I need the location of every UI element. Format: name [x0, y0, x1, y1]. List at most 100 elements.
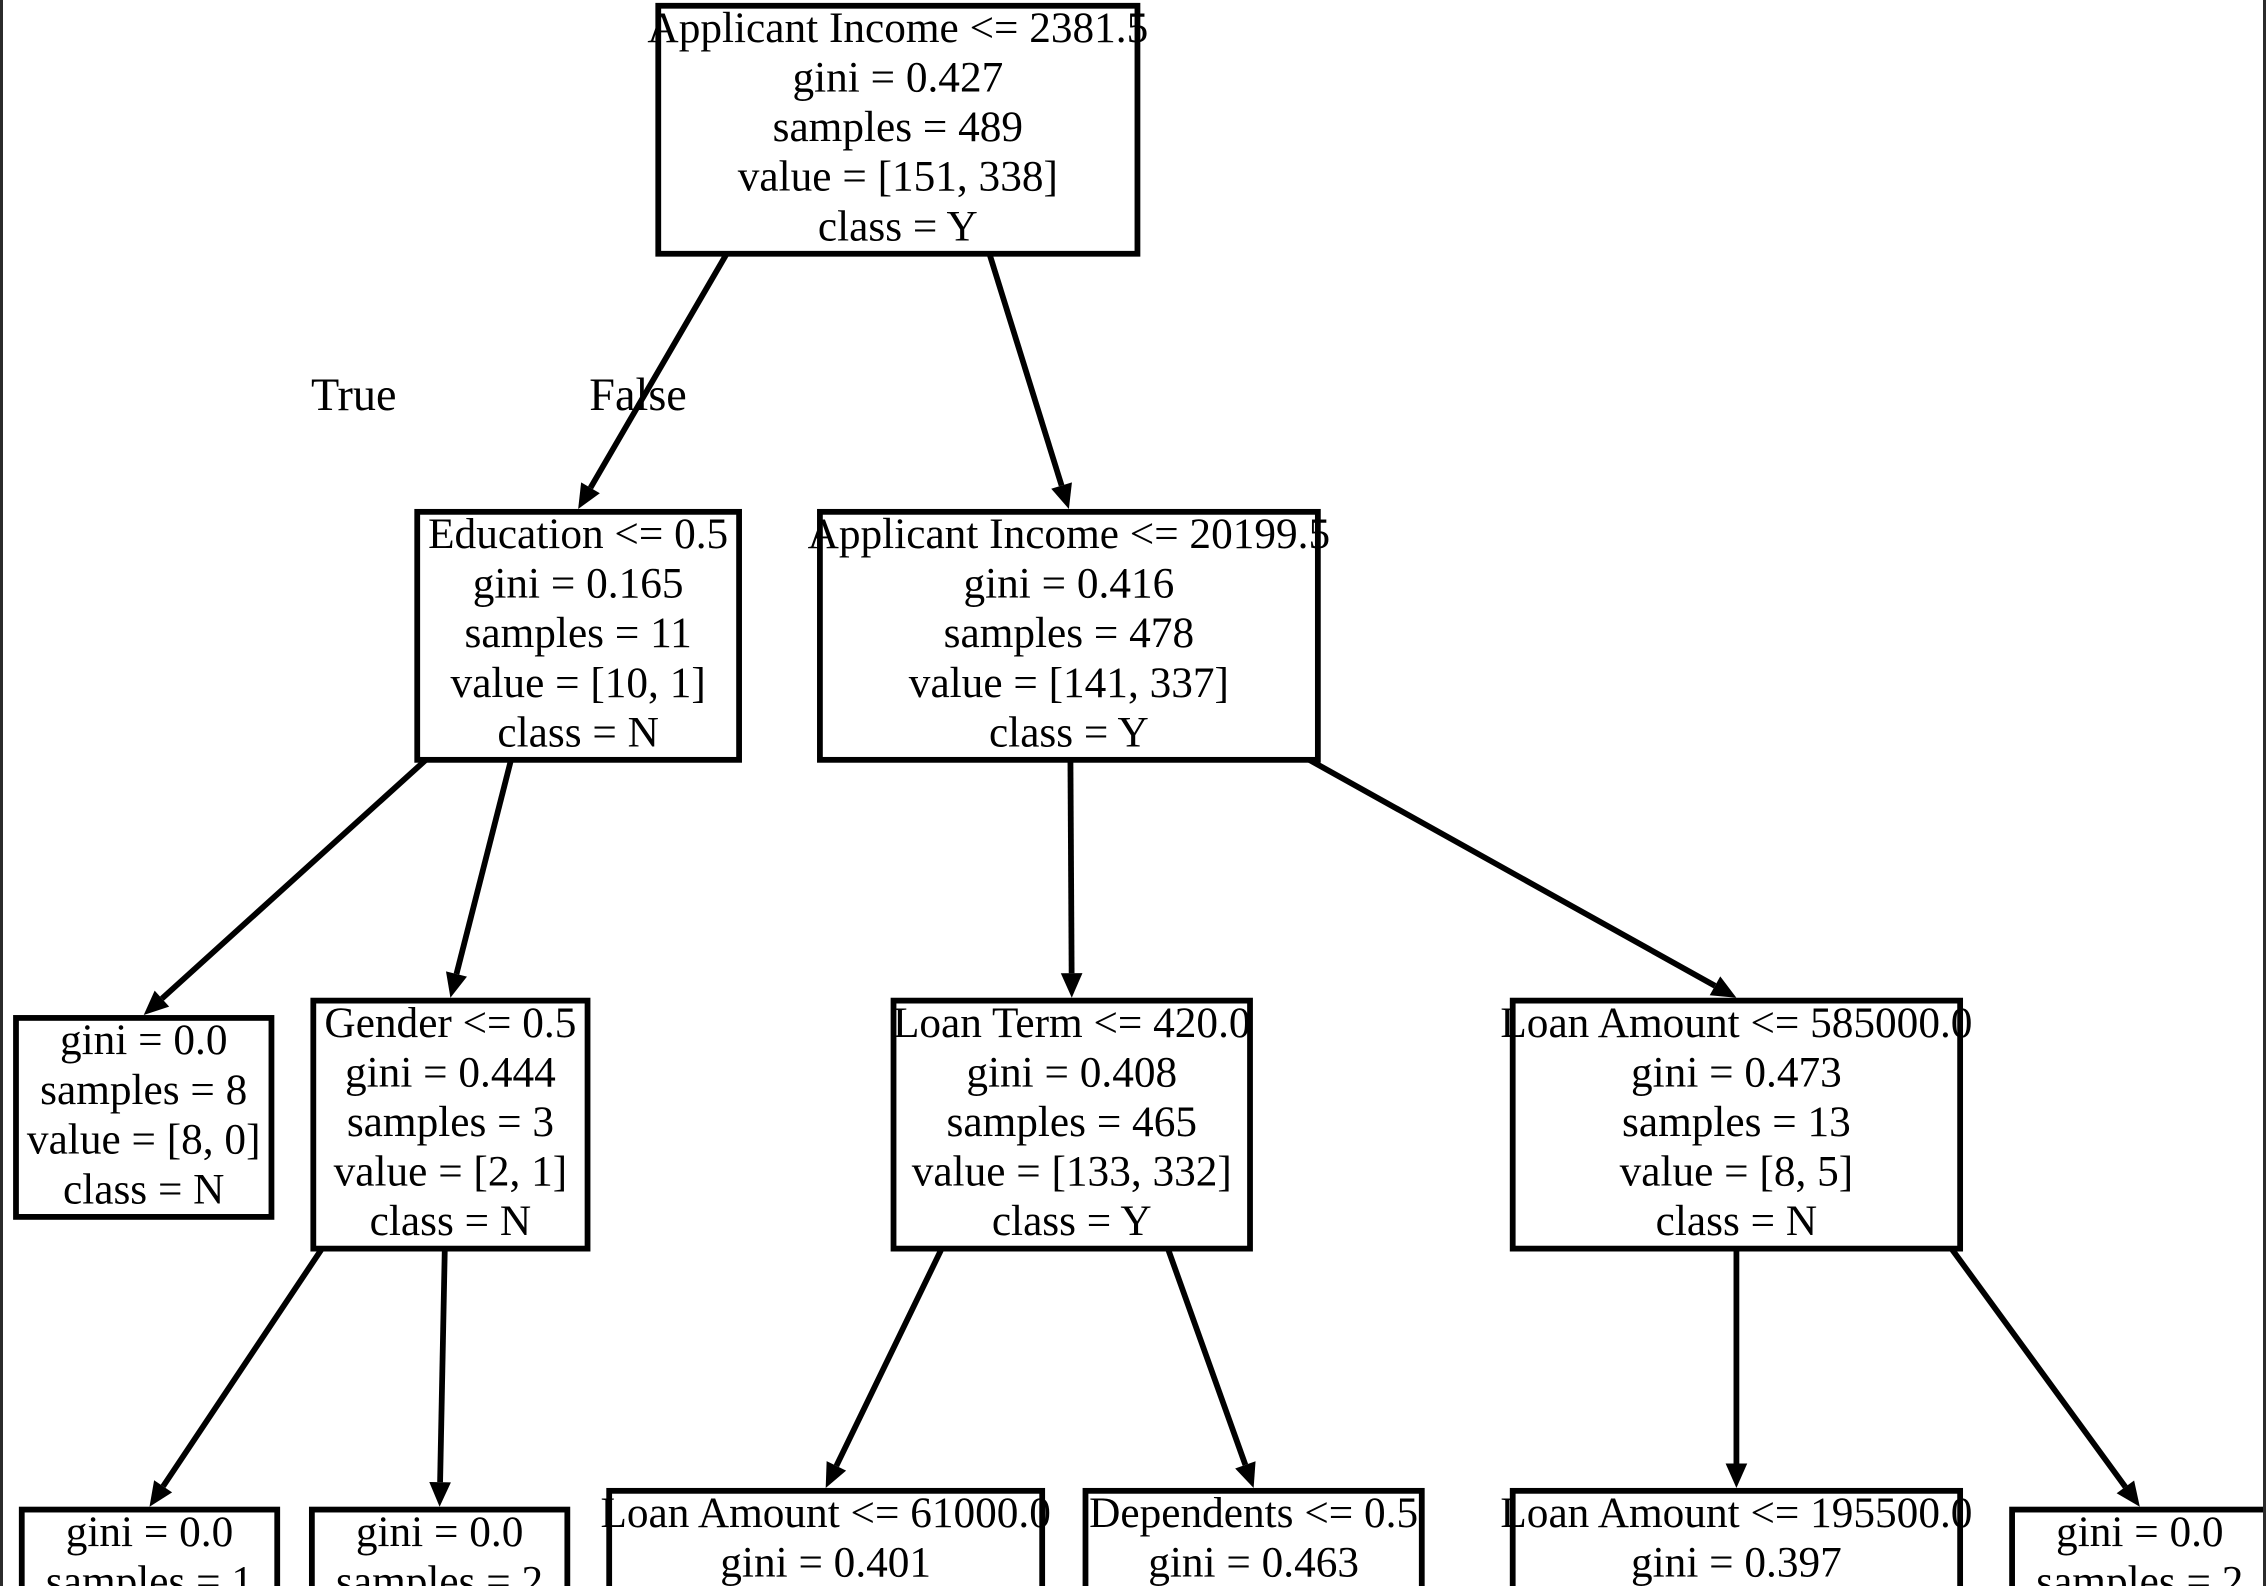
- node-condition: Applicant Income <= 20199.5: [808, 510, 1330, 558]
- tree-edge: [1725, 1248, 1748, 1488]
- edge-arrowhead: [1060, 973, 1083, 998]
- node-condition: Loan Amount <= 195500.0: [1500, 1489, 1972, 1537]
- node-class: class = Y: [989, 708, 1149, 756]
- edge-arrowhead: [1051, 482, 1072, 509]
- node-gini: gini = 0.427: [792, 54, 1003, 102]
- edge-arrowhead: [429, 1481, 451, 1507]
- tree-edge: [445, 759, 514, 998]
- tree-edge: [986, 252, 1072, 509]
- node-samples: samples = 2: [336, 1558, 543, 1586]
- node-box[interactable]: [310, 997, 591, 1252]
- node-samples: samples = 2: [2036, 1558, 2243, 1586]
- node-box[interactable]: [1082, 1487, 1425, 1586]
- edge-label-true: True: [311, 369, 397, 420]
- node-gini: gini = 0.408: [966, 1048, 1177, 1096]
- edge-arrowhead: [825, 1461, 847, 1488]
- node-value: value = [141, 337]: [909, 659, 1229, 707]
- node-gini: gini = 0.0: [60, 1016, 228, 1064]
- node-box[interactable]: [817, 508, 1321, 763]
- node-gini: gini = 0.463: [1148, 1539, 1359, 1586]
- tree-edge: [1165, 1247, 1256, 1488]
- node-box[interactable]: [308, 1506, 571, 1586]
- node-gini: gini = 0.397: [1631, 1539, 1842, 1586]
- tree-edge: [1307, 757, 1737, 998]
- node-condition: Loan Term <= 420.0: [893, 999, 1251, 1047]
- node-samples: samples = 11: [465, 609, 692, 657]
- node-samples: samples = 8: [40, 1066, 247, 1114]
- node-value: value = [10, 1]: [451, 659, 706, 707]
- node-condition: Dependents <= 0.5: [1089, 1489, 1418, 1537]
- node-value: value = [133, 332]: [912, 1148, 1232, 1196]
- node-box[interactable]: [890, 997, 1253, 1252]
- node-gini: gini = 0.0: [66, 1508, 234, 1556]
- edges-layer: [143, 252, 2140, 1507]
- node-samples: samples = 3: [347, 1098, 554, 1146]
- node-box[interactable]: [414, 508, 742, 763]
- node-box[interactable]: [606, 1487, 1046, 1586]
- node-samples: samples = 489: [773, 103, 1023, 151]
- edge-arrowhead: [445, 971, 467, 998]
- node-samples: samples = 1: [46, 1558, 253, 1586]
- node-condition: Education <= 0.5: [428, 510, 728, 558]
- edge-arrowhead: [1235, 1461, 1256, 1488]
- node-box[interactable]: [13, 1015, 275, 1220]
- node-class: class = N: [370, 1197, 531, 1245]
- tree-edge: [1060, 759, 1083, 998]
- node-samples: samples = 13: [1622, 1098, 1851, 1146]
- tree-edge: [149, 1247, 325, 1507]
- edge-arrowhead: [1725, 1463, 1748, 1488]
- node-value: value = [2, 1]: [334, 1148, 568, 1196]
- node-gini: gini = 0.0: [356, 1508, 524, 1556]
- node-class: class = Y: [818, 202, 978, 250]
- node-box[interactable]: [1509, 997, 1964, 1252]
- node-value: value = [8, 0]: [27, 1116, 261, 1164]
- node-class: class = N: [63, 1165, 224, 1213]
- edge-arrowhead: [2116, 1480, 2140, 1507]
- tree-edge: [143, 757, 428, 1016]
- node-box[interactable]: [2009, 1506, 2266, 1586]
- tree-edge: [578, 252, 730, 509]
- node-gini: gini = 0.473: [1631, 1048, 1842, 1096]
- node-samples: samples = 465: [947, 1098, 1197, 1146]
- node-gini: gini = 0.165: [473, 560, 684, 608]
- node-class: class = N: [1656, 1197, 1817, 1245]
- tree-edge: [825, 1247, 945, 1488]
- node-condition: Applicant Income <= 2381.5: [647, 4, 1148, 52]
- node-class: class = N: [497, 708, 658, 756]
- edge-arrowhead: [578, 482, 600, 509]
- edge-label-false: False: [589, 369, 686, 420]
- node-condition: Gender <= 0.5: [324, 999, 576, 1047]
- node-box[interactable]: [18, 1506, 281, 1586]
- edge-labels-layer: True False: [311, 369, 687, 420]
- node-gini: gini = 0.0: [2056, 1508, 2224, 1556]
- node-box[interactable]: [655, 2, 1141, 257]
- node-gini: gini = 0.416: [963, 560, 1174, 608]
- node-condition: Loan Amount <= 61000.0: [600, 1489, 1050, 1537]
- node-box[interactable]: [1509, 1487, 1964, 1586]
- node-class: class = Y: [992, 1197, 1152, 1245]
- edge-arrowhead: [1709, 976, 1737, 998]
- tree-edge: [1949, 1246, 2140, 1507]
- edge-arrowhead: [143, 990, 170, 1016]
- node-value: value = [8, 5]: [1620, 1148, 1854, 1196]
- node-gini: gini = 0.401: [720, 1539, 931, 1586]
- node-samples: samples = 478: [944, 609, 1194, 657]
- node-condition: Loan Amount <= 585000.0: [1500, 999, 1972, 1047]
- tree-edge: [429, 1248, 451, 1507]
